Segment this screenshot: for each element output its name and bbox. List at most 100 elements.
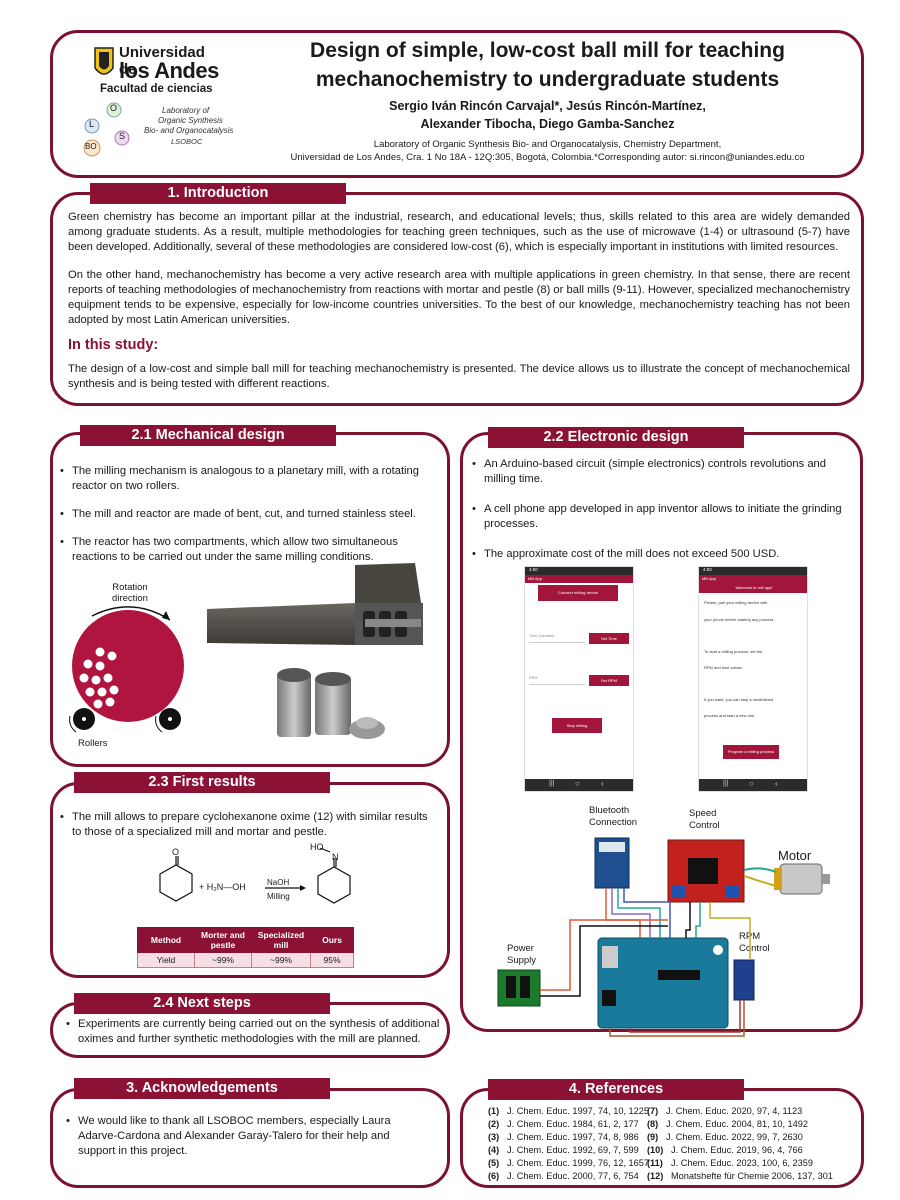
nav-home-icon[interactable]: ○	[575, 779, 580, 788]
reference-item: (1)J. Chem. Educ. 1997, 74, 10, 1225	[488, 1106, 649, 1116]
lab-logo-letter-bo: BO	[85, 142, 97, 151]
rpm-sensor-icon	[733, 959, 755, 1001]
references-left-column: (1)J. Chem. Educ. 1997, 74, 10, 1225 (2)…	[488, 1105, 649, 1183]
references-heading: 4. References	[488, 1079, 744, 1100]
lab-logo-letter-l: L	[89, 119, 95, 129]
university-crest-icon	[94, 47, 114, 75]
reference-item: (6)J. Chem. Educ. 2000, 77, 6, 754	[488, 1171, 639, 1181]
acknowledgements-heading: 3. Acknowledgements	[74, 1078, 330, 1099]
table-header-ours: Ours	[310, 927, 354, 953]
welcome-banner: Welcome to mill app!	[699, 583, 807, 593]
rotation-arrow-icon	[91, 606, 171, 621]
reference-item: (4)J. Chem. Educ. 1992, 69, 7, 599	[488, 1145, 639, 1155]
reference-item: (9)J. Chem. Educ. 2022, 99, 7, 2630	[647, 1132, 803, 1142]
reference-item: (12)Monatshefte für Chemie 2006, 137, 30…	[647, 1171, 833, 1181]
table-header-specialized: Specialized mill	[251, 927, 311, 953]
study-text: The design of a low-cost and simple ball…	[68, 363, 850, 390]
faculty-name: Facultad de ciencias	[100, 83, 213, 95]
electronic-bullet-1: An Arduino-based circuit (simple electro…	[472, 457, 848, 487]
header-panel	[50, 30, 864, 178]
introduction-panel	[50, 192, 864, 406]
reference-item: (5)J. Chem. Educ. 1999, 76, 12, 1657	[488, 1158, 649, 1168]
phone2-nav-bar: ||| ○ ‹	[699, 779, 807, 791]
stop-milling-button[interactable]: Stop milling	[552, 718, 602, 733]
nav-back-icon[interactable]: ‹	[601, 779, 604, 788]
phone2-line-2: your phone before starting any process.	[704, 617, 775, 622]
oxime-ring	[317, 866, 351, 904]
planetary-mill-diagram	[69, 606, 184, 733]
lab-logo-line3: Bio- and Organocatalysis	[144, 126, 234, 135]
authors-line1: Sergio Iván Rincón Carvajal*, Jesús Rinc…	[389, 99, 706, 113]
power-supply-label: Power Supply	[507, 943, 536, 967]
university-name-line1: Universidad de	[119, 44, 205, 78]
power-label-line2: Supply	[507, 955, 537, 966]
set-time-button[interactable]: Set Time	[589, 633, 629, 644]
bluetooth-label: Bluetooth Connection	[589, 805, 637, 829]
reactor-photo	[207, 563, 423, 739]
phone2-app-bar: Mill App	[699, 575, 807, 583]
lab-logo-letter-s: S	[119, 131, 126, 141]
phone1-app-name: Mill App	[528, 576, 543, 581]
results-bullet-list: The mill allows to prepare cyclohexanone…	[60, 810, 440, 840]
table-header-method: Method	[137, 927, 195, 953]
bluetooth-label-line1: Bluetooth	[589, 805, 630, 816]
rpm-input[interactable]: RPM	[529, 676, 585, 685]
next-steps-heading: 2.4 Next steps	[74, 993, 330, 1014]
ketone-oxygen-label: O	[172, 847, 180, 857]
nav-menu-icon[interactable]: |||	[549, 780, 555, 787]
time-input[interactable]: Time (minutes)	[529, 634, 585, 643]
hydroxylamine-label: + H₂N—OH	[199, 882, 246, 892]
phone2-time: 4:50	[703, 567, 712, 572]
oxime-n-label: N	[332, 852, 339, 862]
lab-logo-line2: Organic Synthesis	[158, 116, 223, 125]
acknowledgements-bullet-list: We would like to thank all LSOBOC member…	[66, 1114, 396, 1159]
poster-affiliation: Laboratory of Organic Synthesis Bio- and…	[255, 138, 840, 164]
phone2-line-6: process and start a new one	[704, 713, 755, 718]
acknowledgements-bullet: We would like to thank all LSOBOC member…	[66, 1114, 396, 1159]
study-heading: In this study:	[68, 337, 159, 353]
reaction-scheme	[159, 848, 351, 904]
lab-logo-letter-o: O	[110, 103, 118, 113]
mechanical-bullet-3: The reactor has two compartments, which …	[60, 535, 432, 565]
phone2-line-4: RPM and time values	[704, 665, 743, 670]
table-cell-specialized: ~99%	[251, 952, 311, 968]
connect-milling-device-button[interactable]: Connect milling device	[538, 585, 618, 601]
nav-menu-icon[interactable]: |||	[723, 780, 729, 787]
next-steps-bullet-list: Experiments are currently being carried …	[66, 1017, 442, 1047]
reference-item: (10)J. Chem. Educ. 2019, 96, 4, 766	[647, 1145, 803, 1155]
set-rpm-button[interactable]: Set RPM	[589, 675, 629, 686]
introduction-heading: 1. Introduction	[90, 183, 346, 204]
lab-logo-line4: LSOBOC	[171, 137, 203, 146]
speed-label-line1: Speed	[689, 808, 717, 819]
nav-back-icon[interactable]: ‹	[775, 779, 778, 788]
reference-item: (8)J. Chem. Educ. 2004, 81, 10, 1492	[647, 1119, 808, 1129]
references-right-column: (7)J. Chem. Educ. 2020, 97, 4, 1123 (8)J…	[647, 1105, 833, 1183]
condition-bottom-label: Milling	[267, 892, 290, 901]
bluetooth-label-line2: Connection	[589, 817, 638, 828]
table-header-mortar: Morter and pestle	[194, 927, 252, 953]
phone2-status-bar: 4:50	[699, 567, 807, 575]
mechanical-bullet-2: The mill and reactor are made of bent, c…	[60, 507, 432, 522]
nav-home-icon[interactable]: ○	[749, 779, 754, 788]
phone1-time: 4:50	[529, 567, 538, 572]
program-milling-process-button[interactable]: Program a milling process	[723, 745, 779, 759]
reference-item: (7)J. Chem. Educ. 2020, 97, 4, 1123	[647, 1106, 803, 1116]
phone2-app-name: Mill App	[702, 576, 717, 581]
cyclohexanone-ring	[159, 864, 193, 902]
next-steps-bullet: Experiments are currently being carried …	[66, 1017, 442, 1047]
electronic-bullet-2: A cell phone app developed in app invent…	[472, 502, 848, 532]
rotation-label-line1: Rotation	[112, 582, 148, 593]
affiliation-line1: Laboratory of Organic Synthesis Bio- and…	[373, 139, 722, 150]
reference-item: (11)J. Chem. Educ. 2023, 100, 6, 2359	[647, 1158, 813, 1168]
affiliation-line2: Universidad de Los Andes, Cra. 1 No 18A …	[290, 152, 805, 163]
table-row: Yield ~99% ~99% 95%	[137, 952, 354, 968]
rollers-label: Rollers	[78, 738, 108, 749]
table-cell-yield: Yield	[137, 952, 195, 968]
phone2-line-1: Please, pair your milling device with	[704, 600, 768, 605]
mechanical-design-heading: 2.1 Mechanical design	[80, 425, 336, 446]
circuit-diagram	[497, 837, 830, 1037]
phone-screen-2: 4:50 Mill App Welcome to mill app! Pleas…	[698, 566, 808, 792]
rotation-label: Rotation direction	[110, 582, 150, 604]
intro-paragraph-2: On the other hand, mechanochemistry has …	[68, 269, 850, 326]
speed-control-label: Speed Control	[689, 808, 720, 832]
